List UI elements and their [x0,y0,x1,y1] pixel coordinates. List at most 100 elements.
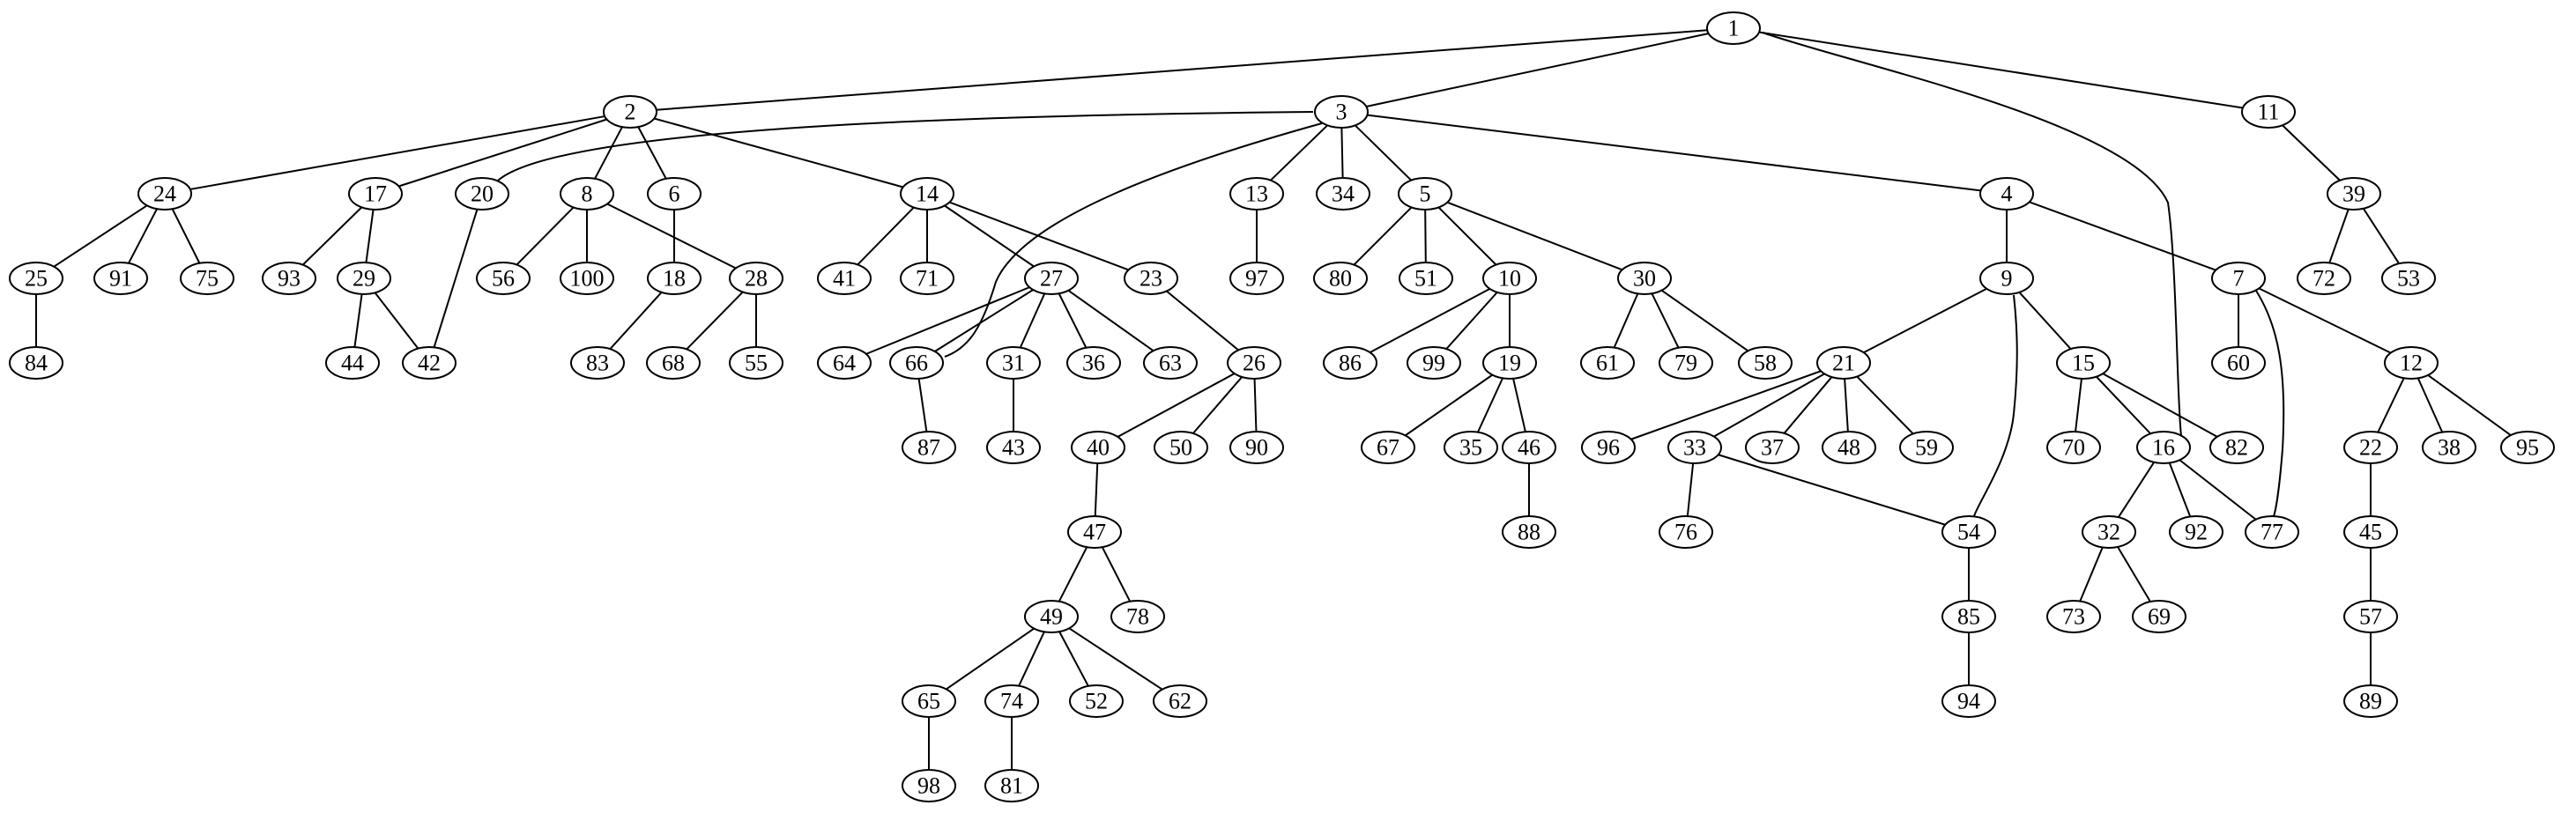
edge-21-59 [1856,375,1914,435]
node-ellipse [1024,600,1079,633]
node-38: 38 [2422,431,2476,464]
node-ellipse [1067,515,1122,549]
edge-47-49 [1058,546,1088,602]
node-ellipse [1482,262,1537,295]
node-25: 25 [9,262,63,295]
node-39: 39 [2327,177,2381,211]
edge-15-70 [2075,378,2082,432]
edge-12-38 [2416,377,2444,433]
edge-33-54 [1718,454,1946,526]
node-ellipse [1444,431,1498,464]
node-label: 11 [2257,100,2279,125]
node-label: 26 [1243,351,1266,376]
edge-27-66 [934,289,1034,352]
node-ellipse [646,346,701,380]
node-ellipse [1153,684,1207,718]
node-label: 4 [2001,181,2013,207]
node-ellipse [647,177,702,211]
node-ellipse [2046,431,2101,464]
edge-19-35 [1477,377,1503,433]
edge-21-48 [1844,378,1849,432]
edge-16-77 [2179,459,2257,521]
node-94: 94 [1941,684,1996,718]
node-ellipse [2343,431,2398,464]
node-label: 59 [1915,435,1938,461]
node-81: 81 [984,769,1039,802]
node-label: 62 [1169,689,1191,714]
node-97: 97 [1229,262,1284,295]
node-71: 71 [900,262,954,295]
edge-26-50 [1192,376,1243,434]
node-label: 51 [1414,266,1437,292]
node-48: 48 [1822,431,1876,464]
edge-3-55 [944,122,1323,358]
node-label: 95 [2516,435,2539,461]
node-label: 48 [1837,435,1860,461]
node-label: 90 [1245,435,1268,461]
edge-27-63 [1067,289,1154,352]
node-label: 2 [625,100,636,125]
node-ellipse [476,262,531,295]
node-ellipse [1398,177,1452,211]
node-12: 12 [2384,346,2439,380]
node-ellipse [902,431,956,464]
node-ellipse [2297,262,2351,295]
node-label: 43 [1002,435,1025,461]
edge-12-22 [2377,377,2405,433]
node-ellipse [2422,431,2476,464]
node-30: 30 [1617,262,1672,295]
node-98: 98 [902,769,956,802]
node-ellipse [1580,346,1635,380]
node-84: 84 [9,346,63,380]
edge-3-34 [1340,127,1344,179]
node-ellipse [2384,346,2439,380]
node-1: 1 [1706,11,1761,45]
edge-24-75 [171,208,201,264]
edge-3-20 [497,111,1314,181]
node-6: 6 [647,177,702,211]
node-ellipse [1899,431,1954,464]
node-17: 17 [348,177,403,211]
node-32: 32 [2082,515,2136,549]
node-ellipse [560,262,614,295]
node-label: 17 [364,181,387,207]
edge-39-53 [2362,208,2401,264]
edge-66-87 [917,378,928,432]
node-ellipse [1024,262,1079,295]
edge-26-90 [1253,378,1258,432]
node-label: 25 [25,266,48,292]
node-label: 19 [1498,351,1521,376]
edge-5-80 [1353,206,1413,266]
node-label: 63 [1159,351,1182,376]
node-label: 31 [1002,351,1025,376]
node-label: 13 [1245,181,1268,207]
edge-29-44 [353,293,363,348]
node-ellipse [1581,431,1636,464]
node-93: 93 [262,262,316,295]
node-label: 27 [1040,266,1063,292]
node-24: 24 [137,177,192,211]
edge-24-25 [53,204,148,268]
node-15: 15 [2056,346,2111,380]
node-ellipse [2211,346,2266,380]
node-label: 49 [1040,604,1063,630]
edge-16-32 [2117,462,2156,518]
node-2: 2 [603,95,657,129]
edge-10-86 [1370,288,1490,353]
node-ellipse [1229,431,1284,464]
node-ellipse [1502,515,1556,549]
node-label: 1 [1728,16,1740,41]
node-label: 96 [1597,435,1620,461]
node-3: 3 [1314,95,1369,129]
node-label: 70 [2062,435,2085,461]
node-label: 5 [1420,181,1431,207]
node-31: 31 [986,346,1041,380]
edge-9-21 [1863,287,1987,354]
node-label: 60 [2227,351,2250,376]
node-21: 21 [1816,346,1871,380]
edge-2-6 [637,126,667,180]
node-label: 65 [917,689,940,714]
node-ellipse [1659,346,1713,380]
node-47: 47 [1067,515,1122,549]
node-80: 80 [1313,262,1368,295]
